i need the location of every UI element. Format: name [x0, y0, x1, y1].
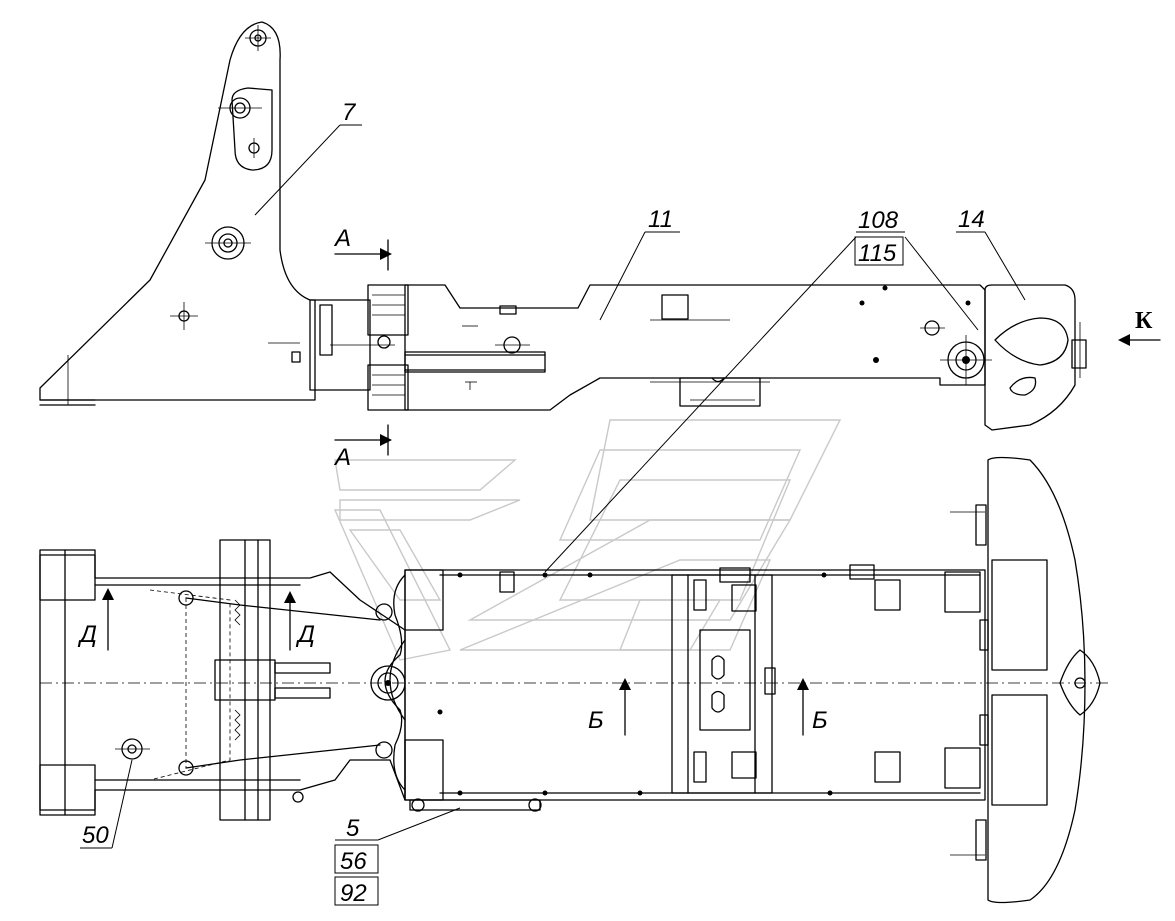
callout-11: 11 [599, 206, 680, 321]
hinge-plan [370, 574, 406, 791]
callout-56-label: 56 [340, 848, 367, 875]
section-d-left-label: Д [77, 621, 97, 648]
section-a-top-label: А [333, 225, 351, 252]
section-d-markers: Д Д [77, 588, 315, 651]
callout-50-label: 50 [82, 822, 109, 849]
part-11-boom [404, 284, 992, 411]
callout-14: 14 [956, 206, 1026, 301]
section-b-left-label: Б [588, 707, 604, 734]
view-k-marker: К [1118, 308, 1161, 346]
main-frame-plan [404, 564, 989, 812]
part-7-bracket [39, 21, 316, 406]
callout-115-label: 115 [858, 240, 897, 267]
hinge-assembly-top [309, 284, 409, 411]
section-d-right-label: Д [295, 621, 315, 648]
callout-11-label: 11 [648, 206, 673, 233]
watermark-logo [333, 419, 842, 661]
callout-5-label: 5 [346, 815, 360, 842]
callout-7: 7 [254, 99, 362, 216]
callout-14-label: 14 [958, 206, 985, 233]
callout-50: 50 [80, 759, 133, 849]
callout-108-115: 108 115 [544, 207, 979, 573]
front-frame-plan [39, 539, 406, 821]
section-a-marker: А А [333, 225, 392, 471]
section-b-markers: Б Б [588, 678, 828, 736]
view-k-label: К [1135, 308, 1153, 334]
callout-7-label: 7 [342, 99, 357, 126]
section-a-bottom-label: А [333, 444, 351, 471]
callout-108-label: 108 [858, 207, 899, 234]
callout-92-label: 92 [340, 880, 367, 907]
part-14-counterweight-top [984, 284, 1087, 431]
section-b-right-label: Б [812, 707, 828, 734]
part-14-counterweight-plan [950, 456, 1101, 904]
callout-5-56-92: 5 56 92 [334, 807, 461, 907]
